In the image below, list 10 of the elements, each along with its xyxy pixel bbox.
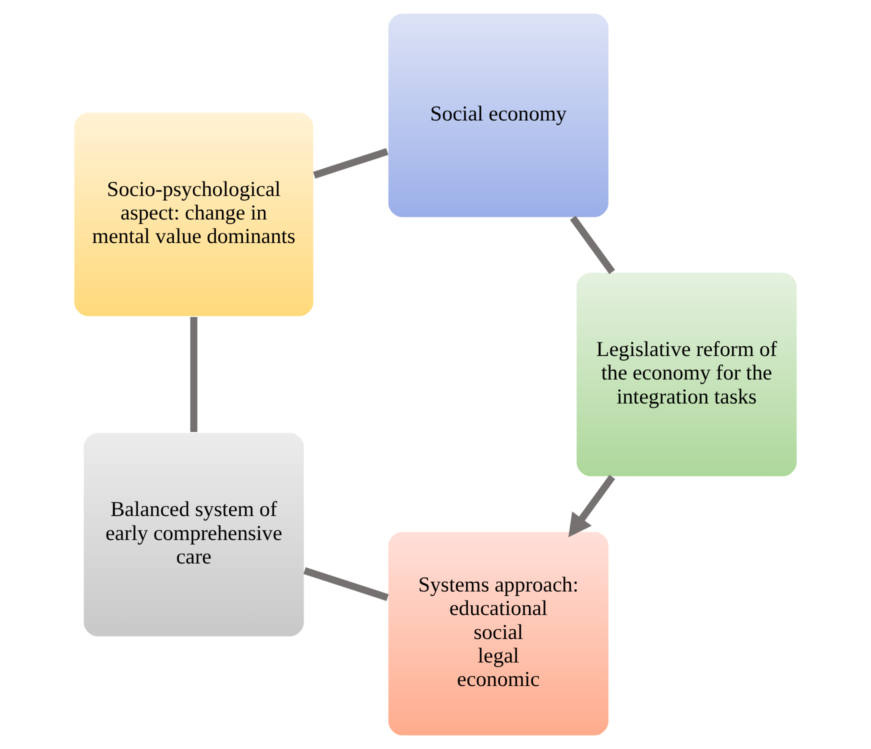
arrow: [568, 474, 616, 538]
connector: [570, 216, 616, 274]
connector: [303, 567, 389, 601]
connector: [190, 317, 198, 432]
node-box: Systems approach: educational social legal economic: [387, 530, 610, 737]
node-box: Social economy: [387, 12, 610, 218]
node-box: Socio-psychological aspect: change in mental value dominants: [73, 111, 314, 318]
node-box: Balanced system of early comprehensive care: [82, 432, 305, 638]
node-box: Legislative reform of the economy for the integration tasks: [575, 272, 798, 478]
connector: [313, 148, 388, 179]
